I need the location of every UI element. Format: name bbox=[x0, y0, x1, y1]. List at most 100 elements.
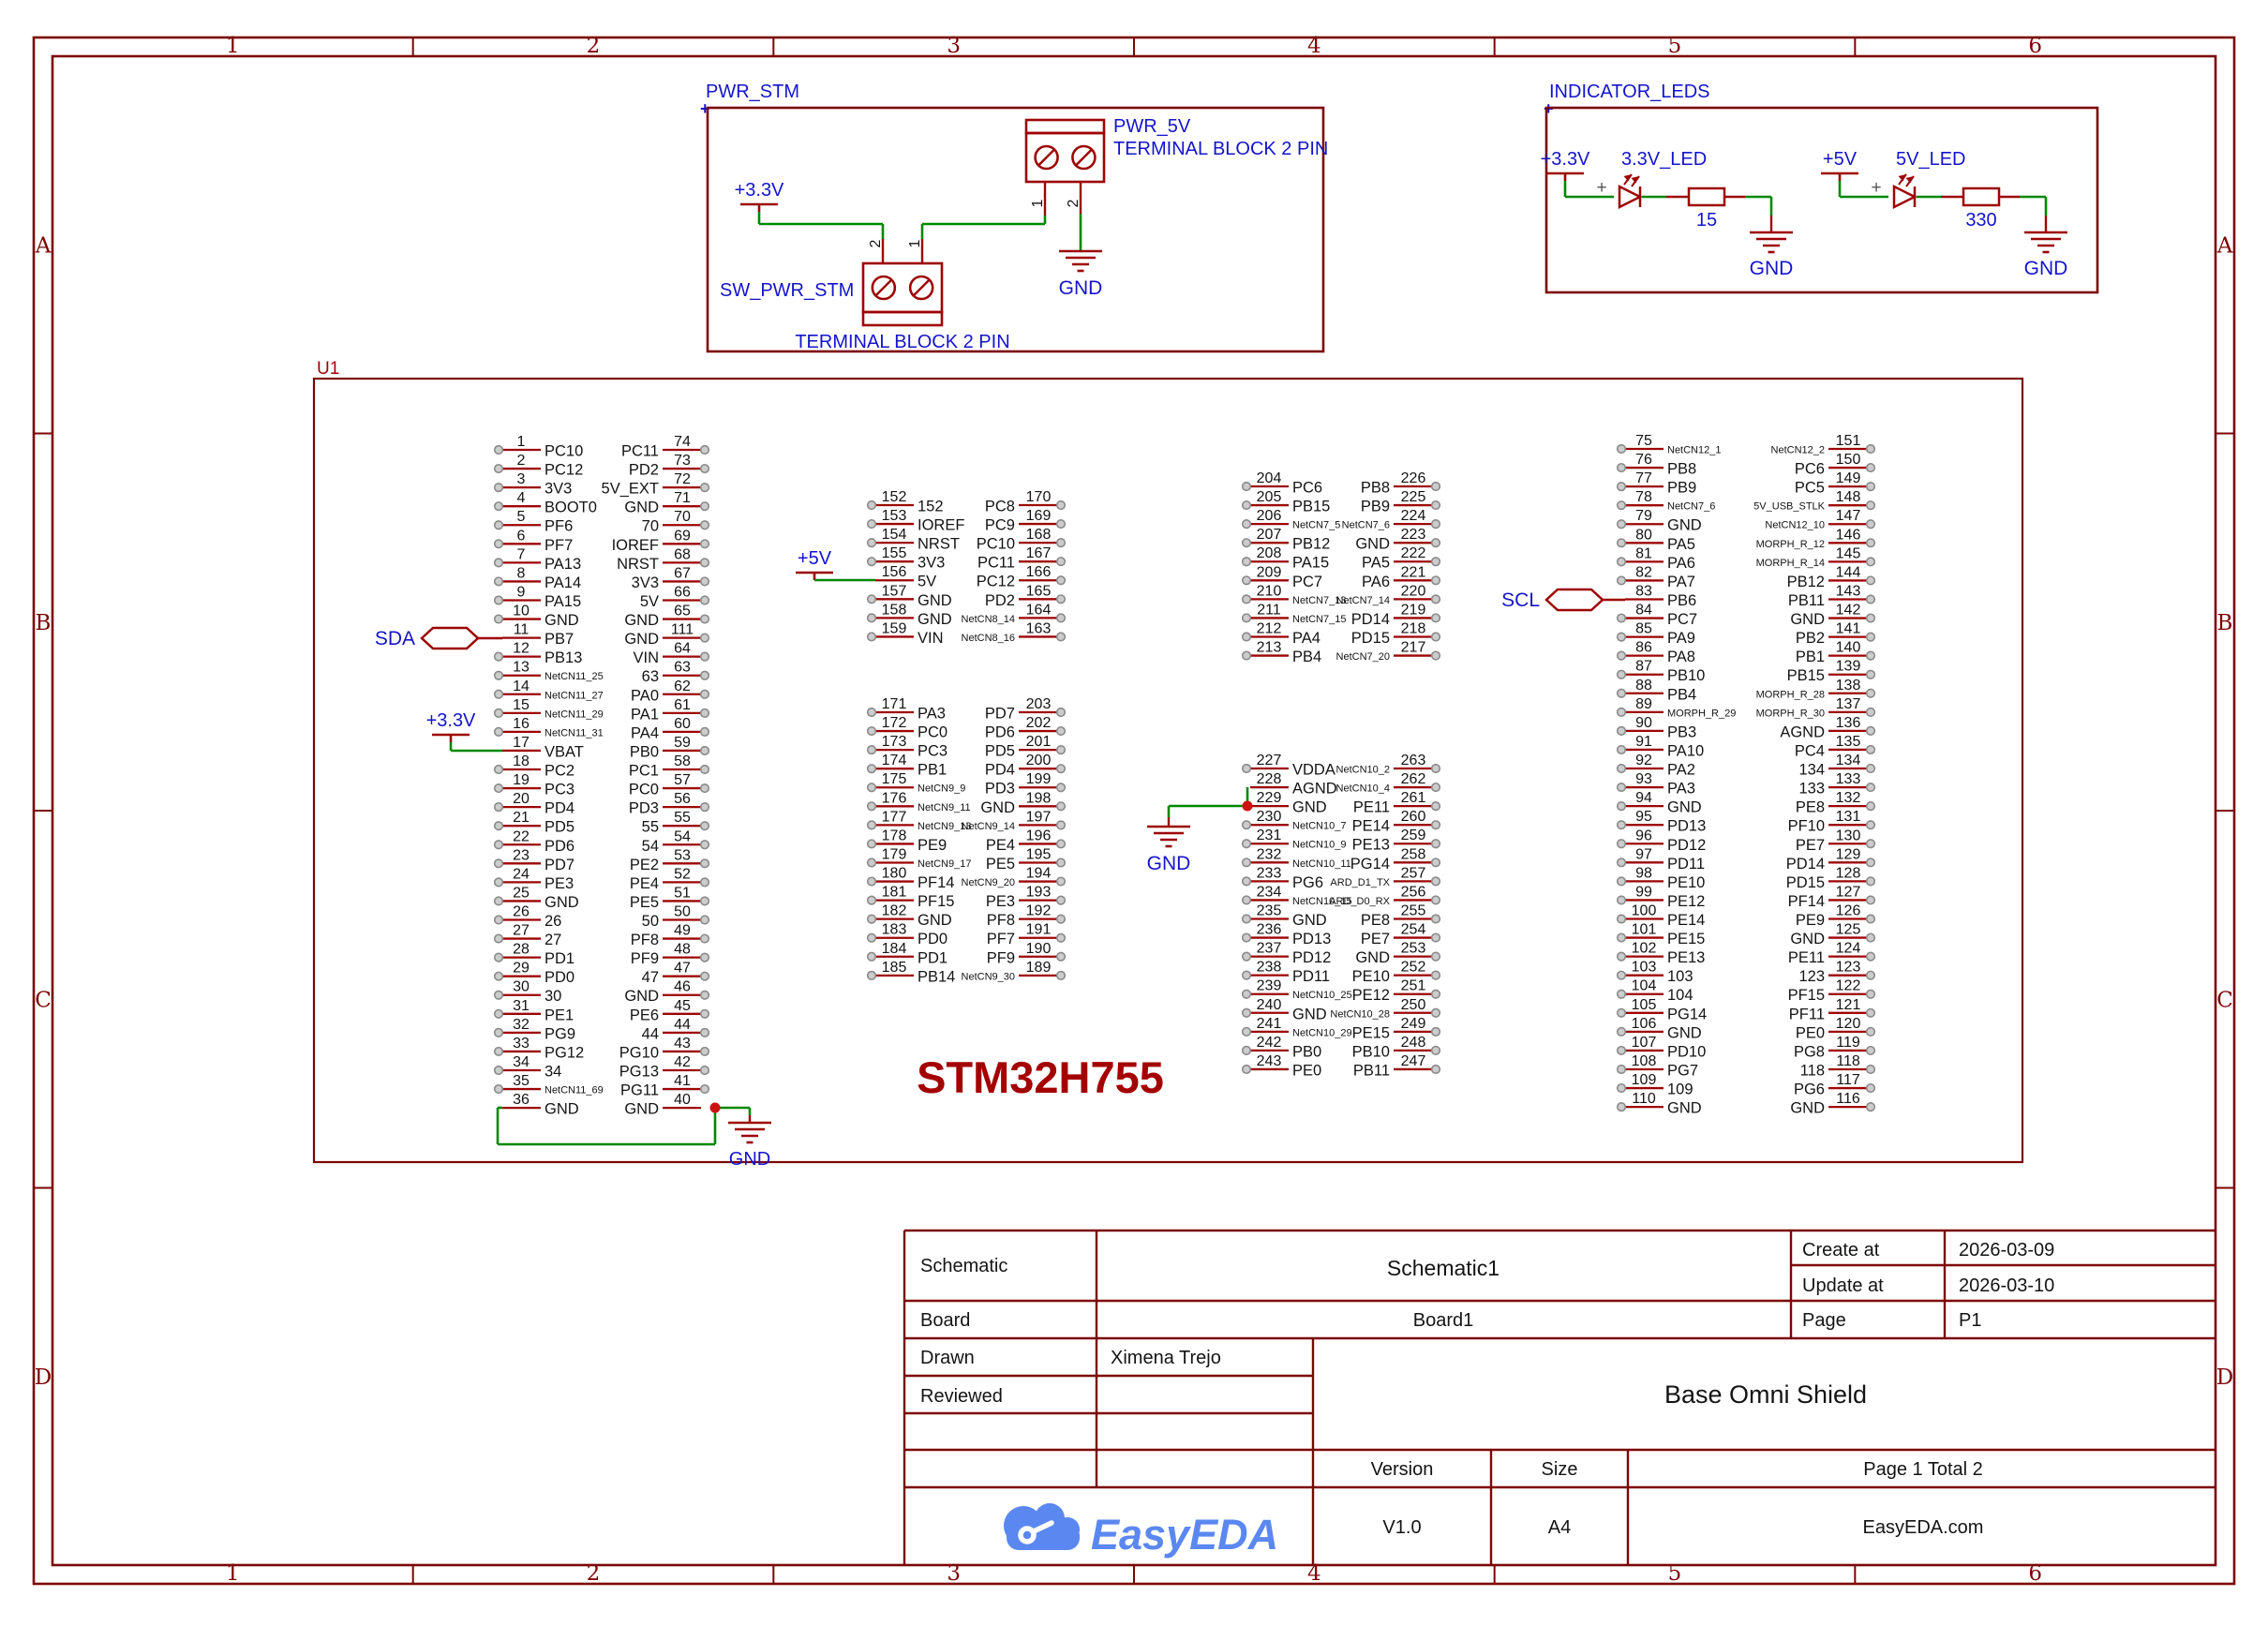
pin-terminal[interactable] bbox=[866, 745, 877, 755]
pin-terminal[interactable] bbox=[1616, 500, 1627, 511]
pin-terminal[interactable] bbox=[1241, 951, 1252, 962]
ground-symbol[interactable] bbox=[728, 1121, 771, 1144]
pin-terminal[interactable] bbox=[1616, 989, 1627, 999]
pin-terminal[interactable] bbox=[1616, 839, 1627, 849]
pin-terminal[interactable] bbox=[1241, 594, 1252, 604]
pin-terminal[interactable] bbox=[1241, 895, 1252, 905]
pin-terminal[interactable] bbox=[699, 896, 710, 906]
pin-terminal[interactable] bbox=[1616, 1026, 1627, 1037]
pin-terminal[interactable] bbox=[1865, 538, 1876, 548]
pin-terminal[interactable] bbox=[493, 444, 504, 455]
power-net-label[interactable]: +3.3V bbox=[735, 180, 784, 201]
pin-terminal[interactable] bbox=[1055, 575, 1067, 586]
pin-terminal[interactable] bbox=[1865, 876, 1876, 887]
pin-terminal[interactable] bbox=[1865, 688, 1876, 698]
pin-terminal[interactable] bbox=[1616, 632, 1627, 642]
pin-terminal[interactable] bbox=[699, 501, 710, 512]
pin-terminal[interactable] bbox=[866, 518, 877, 530]
sw-ref[interactable]: SW_PWR_STM bbox=[720, 280, 854, 301]
pin-terminal[interactable] bbox=[866, 594, 877, 604]
pin-terminal[interactable] bbox=[1430, 989, 1441, 999]
pin-terminal[interactable] bbox=[699, 1065, 710, 1076]
pin-terminal[interactable] bbox=[1430, 839, 1441, 849]
pin-terminal[interactable] bbox=[493, 483, 504, 493]
led-net-label[interactable]: 3.3V_LED bbox=[1621, 149, 1707, 170]
pin-terminal[interactable] bbox=[493, 1065, 504, 1076]
pin-terminal[interactable] bbox=[699, 802, 710, 813]
pin-terminal[interactable] bbox=[1865, 669, 1876, 679]
pin-terminal[interactable] bbox=[1241, 839, 1252, 849]
net-label-sda[interactable]: SDA bbox=[375, 628, 415, 649]
pin-terminal[interactable] bbox=[866, 632, 877, 642]
pin-terminal[interactable] bbox=[866, 970, 877, 980]
pin-terminal[interactable] bbox=[1241, 989, 1252, 999]
pin-terminal[interactable] bbox=[1430, 557, 1441, 567]
pin-terminal[interactable] bbox=[1616, 782, 1627, 793]
pin-terminal[interactable] bbox=[699, 726, 710, 738]
pin-terminal[interactable] bbox=[1241, 858, 1252, 868]
pin-terminal[interactable] bbox=[866, 801, 877, 812]
pin-terminal[interactable] bbox=[1241, 1026, 1252, 1037]
pin-terminal[interactable] bbox=[699, 745, 710, 756]
pin-terminal[interactable] bbox=[1055, 632, 1067, 642]
component-part-name[interactable]: STM32H755 bbox=[917, 1052, 1164, 1102]
pin-terminal[interactable] bbox=[1055, 725, 1067, 737]
pin-terminal[interactable] bbox=[1430, 895, 1441, 905]
pin-terminal[interactable] bbox=[493, 595, 504, 605]
pin-terminal[interactable] bbox=[1616, 895, 1627, 905]
pin-terminal[interactable] bbox=[1430, 801, 1441, 812]
pin-terminal[interactable] bbox=[866, 764, 877, 774]
pin-terminal[interactable] bbox=[1430, 763, 1441, 774]
pin-terminal[interactable] bbox=[1865, 575, 1876, 586]
pin-terminal[interactable] bbox=[1430, 1007, 1441, 1018]
pin-terminal[interactable] bbox=[1865, 895, 1876, 905]
pin-terminal[interactable] bbox=[866, 500, 877, 511]
